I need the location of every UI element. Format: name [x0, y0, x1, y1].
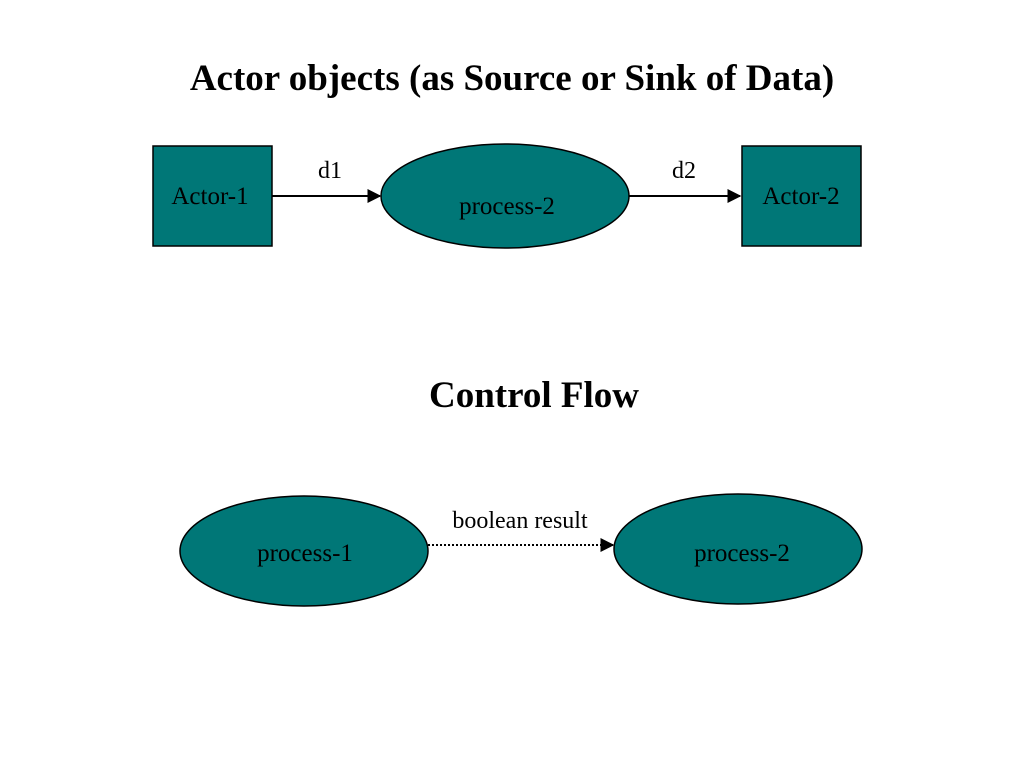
flow-d1-label: d1: [318, 158, 342, 184]
flow-d2-label: d2: [672, 158, 696, 184]
control-flow-title: Control Flow: [428, 375, 639, 416]
process-2-data-label: process-2: [459, 193, 555, 220]
control-flow-label: boolean result: [452, 508, 588, 534]
process-1-label: process-1: [257, 540, 353, 567]
process-2-control-label: process-2: [694, 540, 790, 567]
actor-2-label: Actor-2: [762, 183, 839, 210]
actor-1-node: [152, 145, 273, 247]
actor-1-label: Actor-1: [171, 183, 248, 210]
actor-2-node: [741, 145, 862, 247]
process-1-node: [179, 495, 429, 607]
actor-section-title: Actor objects (as Source or Sink of Data…: [189, 58, 835, 99]
